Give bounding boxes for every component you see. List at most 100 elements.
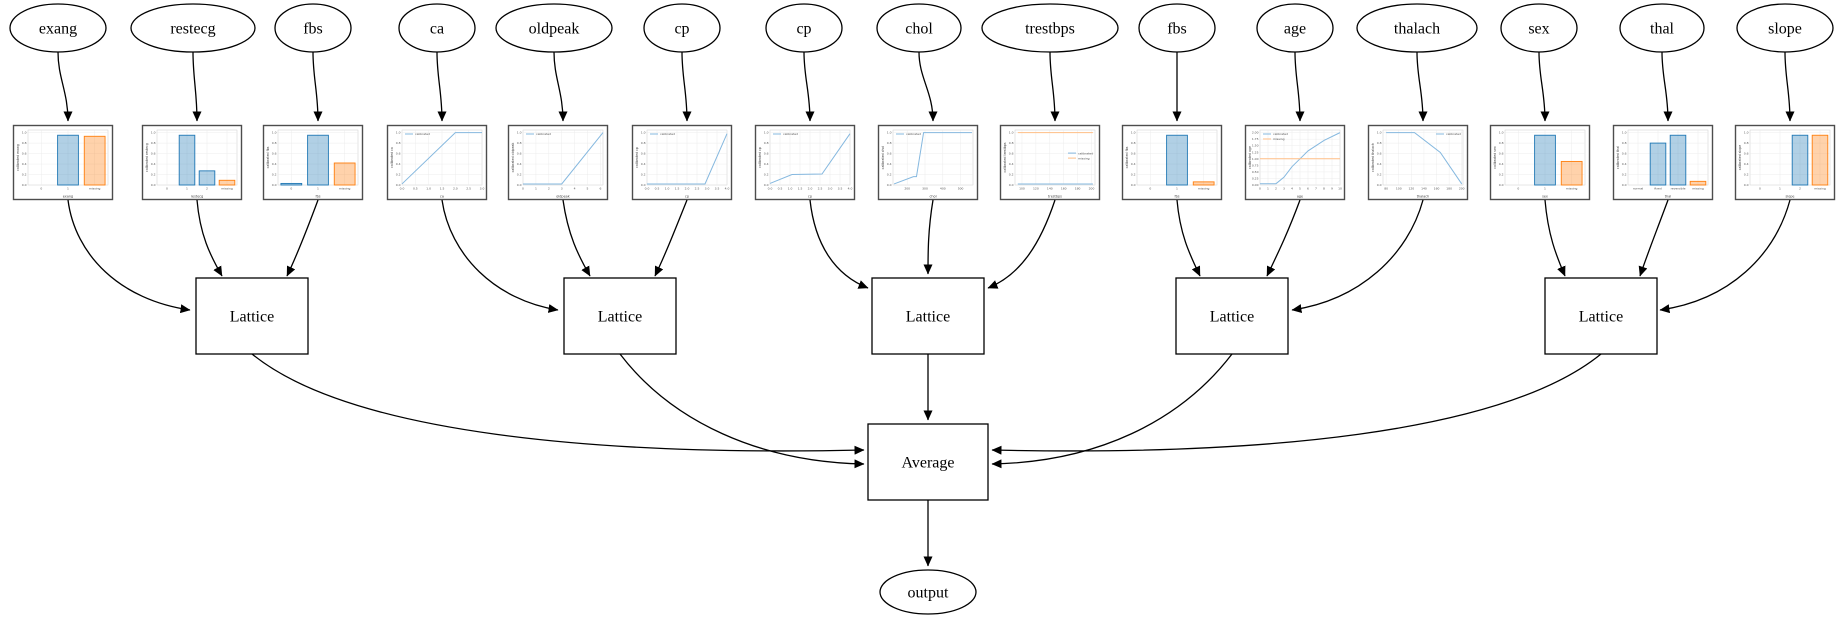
x-tick-label: 0.0: [400, 187, 405, 191]
x-tick-label: 200: [1459, 187, 1465, 191]
feature-node-cp: cp: [643, 3, 721, 53]
svg-text:0.6: 0.6: [22, 152, 27, 156]
lattice-label: Lattice: [1210, 309, 1254, 326]
y-axis-label: calibrated ca: [390, 147, 394, 168]
feature-label: slope: [1768, 21, 1802, 38]
y-axis-label: calibrated slope: [1738, 145, 1742, 171]
svg-text:0.0: 0.0: [517, 183, 522, 187]
x-axis-label: cp: [808, 195, 812, 199]
x-tick-label: 1: [1544, 187, 1546, 191]
bar-2: [198, 170, 216, 186]
svg-text:0.6: 0.6: [1131, 152, 1136, 156]
svg-text:0.8: 0.8: [272, 141, 277, 145]
x-axis-label: chol: [929, 195, 936, 199]
feature-node-exang: exang: [9, 3, 107, 53]
x-tick-label: 2.5: [695, 187, 700, 191]
edge-restecg-to-chart: [192, 51, 202, 122]
output-node: output: [879, 569, 977, 615]
lattice-node-1: Lattice: [195, 277, 309, 355]
edge-chart-to-lattice-1: [286, 199, 319, 277]
edge-lattice4-to-average: [991, 353, 1233, 469]
edge-age-to-chart: [1294, 51, 1305, 122]
bar-missing: [1560, 160, 1583, 186]
output-ellipse: [879, 569, 977, 615]
edge-chart-to-lattice-2: [441, 199, 559, 313]
x-tick-label: 4: [574, 187, 576, 191]
x-tick-label: 1.0: [426, 187, 431, 191]
y-axis-label: calibrated chol: [881, 146, 885, 170]
svg-text:0.8: 0.8: [887, 141, 892, 145]
x-axis-label: restecg: [191, 195, 204, 199]
svg-text:0.8: 0.8: [396, 141, 401, 145]
svg-text:0.0: 0.0: [1499, 183, 1504, 187]
svg-text:0.4: 0.4: [396, 162, 401, 166]
svg-text:0.8: 0.8: [1744, 141, 1749, 145]
x-tick-label: missing: [1198, 187, 1210, 191]
x-tick-label: 80: [1384, 187, 1388, 191]
svg-text:1.00: 1.00: [1252, 157, 1259, 161]
x-tick-label: 6: [1307, 187, 1309, 191]
lattice-node-4: Lattice: [1175, 277, 1289, 355]
feature-node-ca: ca: [398, 3, 476, 53]
edge-chart-to-lattice-4: [1266, 199, 1301, 277]
edge-chart-to-lattice-3: [987, 199, 1056, 289]
svg-text:0.6: 0.6: [1499, 152, 1504, 156]
plot-area: [1382, 129, 1464, 186]
svg-text:0.0: 0.0: [641, 183, 646, 187]
x-tick-label: 9: [1331, 187, 1333, 191]
svg-text:0.6: 0.6: [1009, 152, 1014, 156]
series-calibrated: [1386, 132, 1463, 185]
svg-text:0.2: 0.2: [641, 173, 646, 177]
svg-text:0.0: 0.0: [1377, 183, 1382, 187]
x-tick-label: missing: [1814, 187, 1826, 191]
feature-label: chol: [905, 21, 933, 38]
plot-area: [892, 129, 974, 186]
svg-text:0.8: 0.8: [22, 141, 27, 145]
feature-node-fbs: fbs: [1138, 3, 1216, 53]
x-tick-label: 4: [1291, 187, 1293, 191]
x-tick-label: fixed: [1654, 187, 1661, 191]
edge-ca-to-chart: [436, 51, 447, 122]
bar-missing: [83, 135, 106, 186]
feature-label: cp: [796, 21, 811, 38]
x-axis-label: cp: [685, 195, 689, 199]
lattice-label: Lattice: [230, 309, 274, 326]
legend-label: calibrated: [906, 132, 921, 136]
legend-label: missing: [1273, 137, 1285, 141]
feature-label: thal: [1650, 21, 1675, 38]
feature-label: sex: [1528, 21, 1549, 38]
x-tick-label: 0: [290, 187, 292, 191]
svg-text:0.0: 0.0: [1622, 183, 1627, 187]
series-calibrated: [401, 132, 482, 185]
feature-label: age: [1284, 21, 1306, 38]
x-axis-label: exang: [63, 195, 73, 199]
svg-text:0.4: 0.4: [1499, 162, 1504, 166]
svg-text:1.25: 1.25: [1252, 150, 1259, 154]
x-tick-label: 3.0: [480, 187, 485, 191]
x-tick-label: 1: [1176, 187, 1178, 191]
feature-node-fbs: fbs: [274, 3, 352, 53]
x-tick-label: 1.5: [675, 187, 680, 191]
svg-text:0.4: 0.4: [272, 162, 277, 166]
plot-area: [1749, 129, 1831, 186]
y-axis-label: calibrated oldpeak: [511, 143, 515, 173]
edge-lattice5-to-average: [991, 353, 1602, 455]
x-tick-label: 1: [1267, 187, 1269, 191]
x-tick-label: 2: [1275, 187, 1277, 191]
legend-label: calibrated: [783, 132, 798, 136]
x-tick-label: normal: [1633, 187, 1644, 191]
svg-text:1.0: 1.0: [1622, 131, 1627, 135]
x-axis-label: age: [1297, 195, 1303, 199]
legend-label: calibrated: [415, 132, 430, 136]
average-label: Average: [902, 455, 955, 472]
x-tick-label: 160: [1434, 187, 1440, 191]
svg-text:0.6: 0.6: [517, 152, 522, 156]
y-axis-label: calibrated thal: [1616, 146, 1620, 169]
lattice-label: Lattice: [598, 309, 642, 326]
svg-text:1.50: 1.50: [1252, 144, 1259, 148]
